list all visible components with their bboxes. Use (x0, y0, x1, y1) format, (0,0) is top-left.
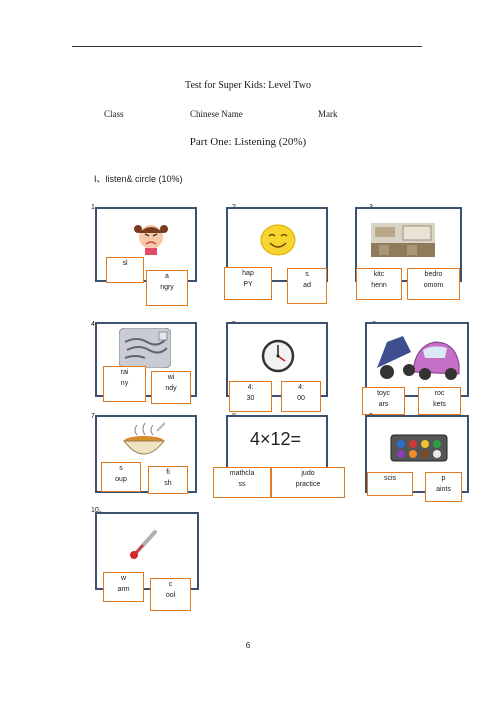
paint-box-picture (390, 434, 448, 462)
soup-bowl-picture (122, 422, 166, 455)
toy-car-picture (377, 336, 460, 380)
clock-picture (261, 339, 295, 373)
option-7b[interactable]: fi sh (148, 466, 188, 494)
thermometer-picture (130, 530, 157, 559)
option-5b[interactable]: 4: 00 (281, 381, 321, 412)
header-rule (72, 46, 422, 47)
option-2a[interactable]: hap PY (224, 267, 272, 300)
option-6a[interactable]: toyc ars (362, 387, 405, 415)
option-3b[interactable]: bedro omom (407, 268, 460, 300)
angry-girl-picture (134, 225, 168, 255)
picture-frame-10 (95, 512, 199, 590)
option-9a[interactable]: scis (367, 472, 413, 496)
class-label: Class (104, 109, 124, 119)
mark-label: Mark (318, 109, 338, 119)
option-1a[interactable]: sl (106, 257, 144, 283)
option-6b[interactable]: roc kets (418, 387, 461, 415)
picture-frame-6 (365, 322, 469, 397)
option-2b[interactable]: s ad (287, 268, 327, 304)
kitchen-picture (371, 223, 435, 257)
option-7a[interactable]: s oup (101, 462, 141, 492)
chinese-name-label: Chinese Name (190, 109, 243, 119)
option-4b[interactable]: wi ndy (151, 371, 191, 404)
option-5a[interactable]: 4: 30 (229, 381, 272, 412)
section-heading: I、listen& circle (10%) (94, 174, 183, 184)
item-number: 10、 (91, 507, 106, 514)
page-number: 6 (245, 641, 251, 650)
page-title: Test for Super Kids: Level Two (185, 80, 311, 91)
option-10a[interactable]: w arm (103, 572, 144, 602)
option-4a[interactable]: rai ny (103, 366, 146, 402)
option-8b[interactable]: judo practice (271, 467, 345, 498)
option-8a[interactable]: mathcla ss (213, 467, 271, 498)
option-9b[interactable]: p aints (425, 472, 462, 502)
option-3a[interactable]: kitc henn (356, 268, 402, 300)
part-heading: Part One: Listening (20%) (189, 136, 307, 148)
windy-picture (119, 328, 171, 368)
smiley-face-picture (260, 224, 296, 256)
option-10b[interactable]: c ool (150, 578, 191, 611)
option-1b[interactable]: a ngry (146, 270, 188, 306)
math-equation-picture: 4×12= (250, 429, 302, 449)
